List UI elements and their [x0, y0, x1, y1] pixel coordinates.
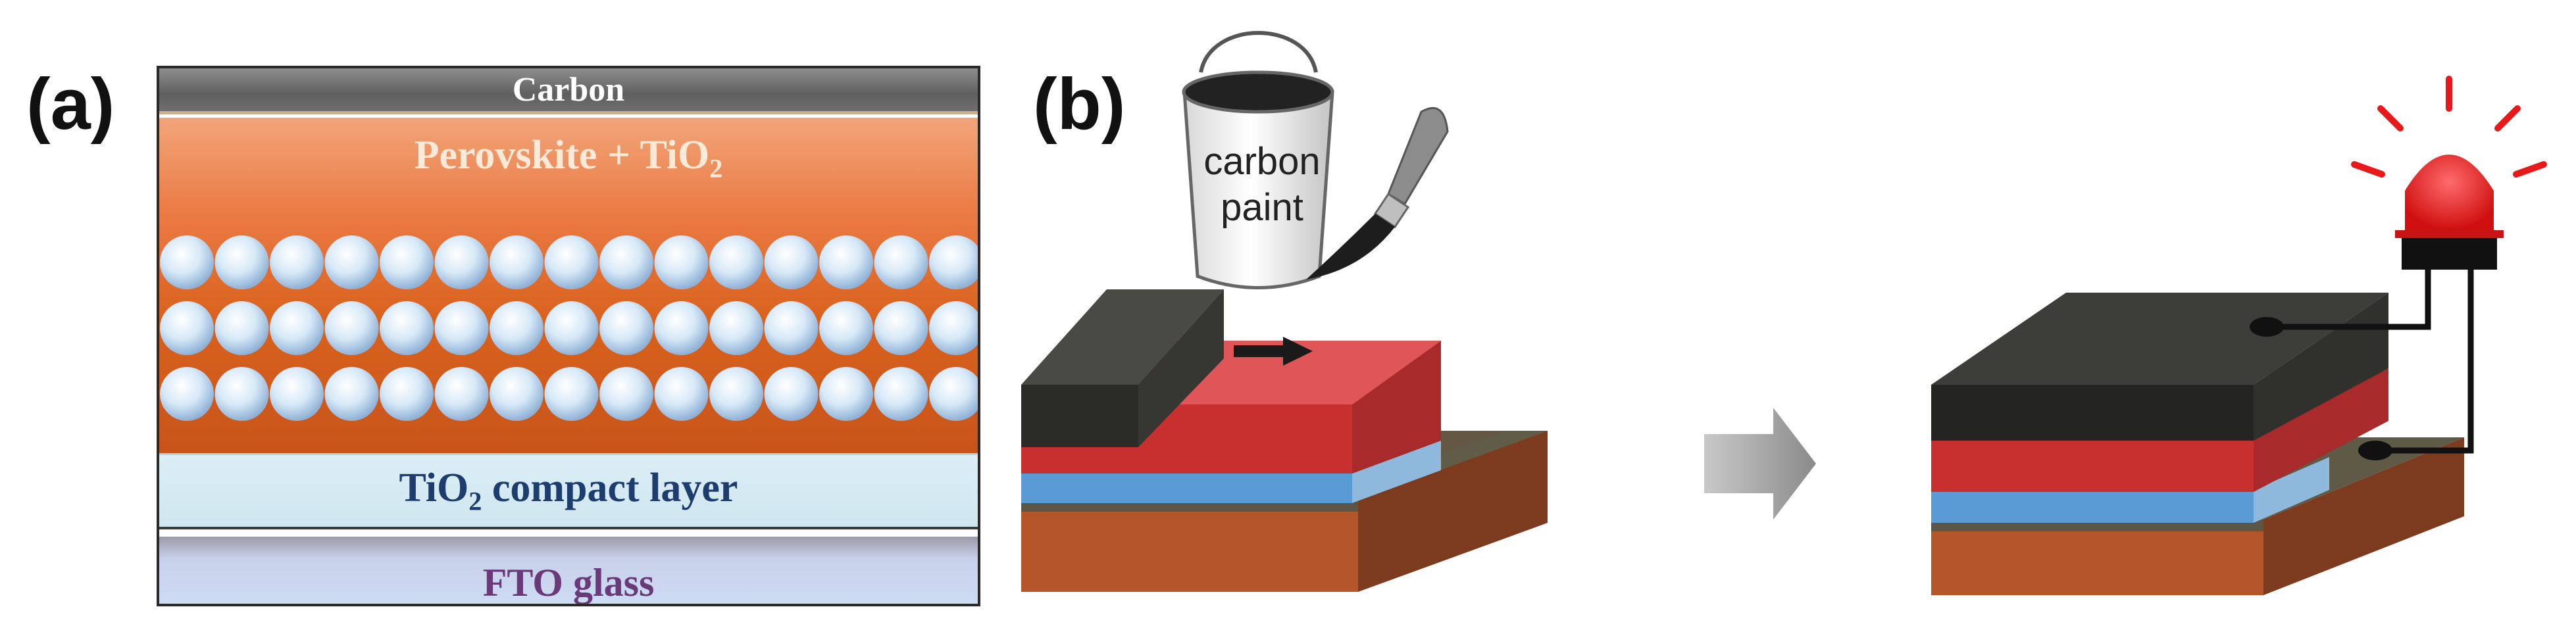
layer-stack-diagram: Carbon Perovskite + TiO2 TiO2 compact la… — [157, 66, 980, 606]
tio2-particle — [434, 367, 489, 421]
paint-can-label-line2: paint — [1221, 186, 1303, 229]
led-ray — [2513, 161, 2547, 178]
carbon-block-left-top — [1021, 289, 1224, 385]
tio2-particle — [819, 367, 873, 421]
tio2-particles — [160, 235, 978, 421]
tio2-particle — [709, 301, 763, 355]
tio2-particle — [380, 367, 434, 421]
tio2-particle — [599, 367, 653, 421]
tio2-particle — [380, 301, 434, 355]
tio2-particle — [215, 301, 269, 355]
tio2-particle — [764, 235, 819, 289]
bottom-wire — [2375, 260, 2474, 454]
led-light-icon — [2351, 76, 2547, 270]
tio2-particle — [490, 235, 543, 289]
led-ray — [2377, 105, 2404, 132]
tio2-particle — [819, 301, 873, 355]
tio2-particle — [215, 235, 269, 289]
tio2-layer-right-front — [1931, 490, 2254, 523]
perovskite-right-side — [2254, 368, 2388, 492]
glass-substrate-right-front — [1931, 520, 2263, 595]
paint-brush-icon — [1306, 107, 1449, 280]
perovskite-layer: Perovskite + TiO2 — [159, 118, 978, 453]
top-wire — [2267, 260, 2431, 330]
tio2-particle — [874, 367, 928, 421]
carbon-block-right-top — [1931, 293, 2388, 385]
tio2-layer-left-front — [1021, 474, 1352, 503]
tio2-particle — [929, 301, 978, 355]
tio2-particle — [215, 367, 269, 421]
carbon-block-right-front — [1931, 385, 2254, 441]
tio2-compact-layer-label: TiO2 compact layer — [399, 466, 738, 516]
tio2-particle — [544, 301, 599, 355]
glass-substrate-left-front — [1021, 500, 1358, 592]
carbon-block-left-side — [1138, 289, 1224, 447]
process-arrow-icon — [1704, 408, 1816, 520]
paint-can-icon: carbon paint — [1182, 31, 1334, 289]
tio2-particle — [160, 235, 214, 289]
tio2-particle — [160, 367, 214, 421]
tio2-compact-layer: TiO2 compact layer — [159, 453, 978, 527]
perovskite-right-front — [1931, 437, 2254, 492]
tio2-particle — [324, 367, 379, 421]
paint-direction-arrow — [1234, 337, 1313, 366]
fto-glass-layer: FTO glass — [159, 537, 978, 604]
tio2-particle — [654, 301, 709, 355]
layer-divider — [159, 527, 978, 537]
perovskite-layer-label: Perovskite + TiO2 — [414, 133, 723, 183]
tio2-particle — [654, 367, 709, 421]
carbon-block-left-front — [1021, 385, 1138, 447]
tio2-layer-right-side — [2254, 457, 2329, 523]
panel-label-b: (b) — [1033, 64, 1126, 145]
device-painting — [1021, 289, 1548, 592]
tio2-particle — [599, 301, 653, 355]
led-ray — [2351, 161, 2385, 178]
perovskite-left-side — [1352, 341, 1441, 474]
tio2-layer-left-side — [1352, 441, 1441, 503]
glass-substrate-left-side — [1358, 431, 1548, 592]
tio2-particle — [434, 235, 489, 289]
glass-substrate-right-side — [2263, 437, 2464, 595]
fto-glass-layer-label: FTO glass — [482, 560, 655, 604]
tio2-particle — [324, 235, 379, 289]
led-ray — [2494, 105, 2521, 132]
tio2-particle — [270, 235, 324, 289]
tio2-particle — [929, 367, 978, 421]
tio2-particle — [380, 235, 434, 289]
tio2-particle — [270, 367, 324, 421]
tio2-particle — [434, 301, 489, 355]
tio2-particle — [764, 301, 819, 355]
tio2-particle — [709, 235, 763, 289]
tio2-particle — [160, 301, 214, 355]
tio2-particle — [324, 301, 379, 355]
tio2-particle — [929, 235, 978, 289]
tio2-particle — [764, 367, 819, 421]
tio2-particle — [544, 367, 599, 421]
tio2-particle — [270, 301, 324, 355]
tio2-particle — [819, 235, 873, 289]
tio2-particle — [709, 367, 763, 421]
carbon-layer-label: Carbon — [512, 71, 625, 109]
paint-can-label-line1: carbon — [1203, 140, 1320, 183]
tio2-particle — [874, 235, 928, 289]
tio2-particle — [544, 235, 599, 289]
tio2-particle — [599, 235, 653, 289]
tio2-particle — [490, 367, 543, 421]
carbon-layer: Carbon — [159, 68, 978, 114]
device-finished — [1931, 260, 2474, 595]
panel-label-a: (a) — [26, 64, 115, 145]
tio2-particle — [490, 301, 543, 355]
tio2-particle — [654, 235, 709, 289]
tio2-particle — [874, 301, 928, 355]
